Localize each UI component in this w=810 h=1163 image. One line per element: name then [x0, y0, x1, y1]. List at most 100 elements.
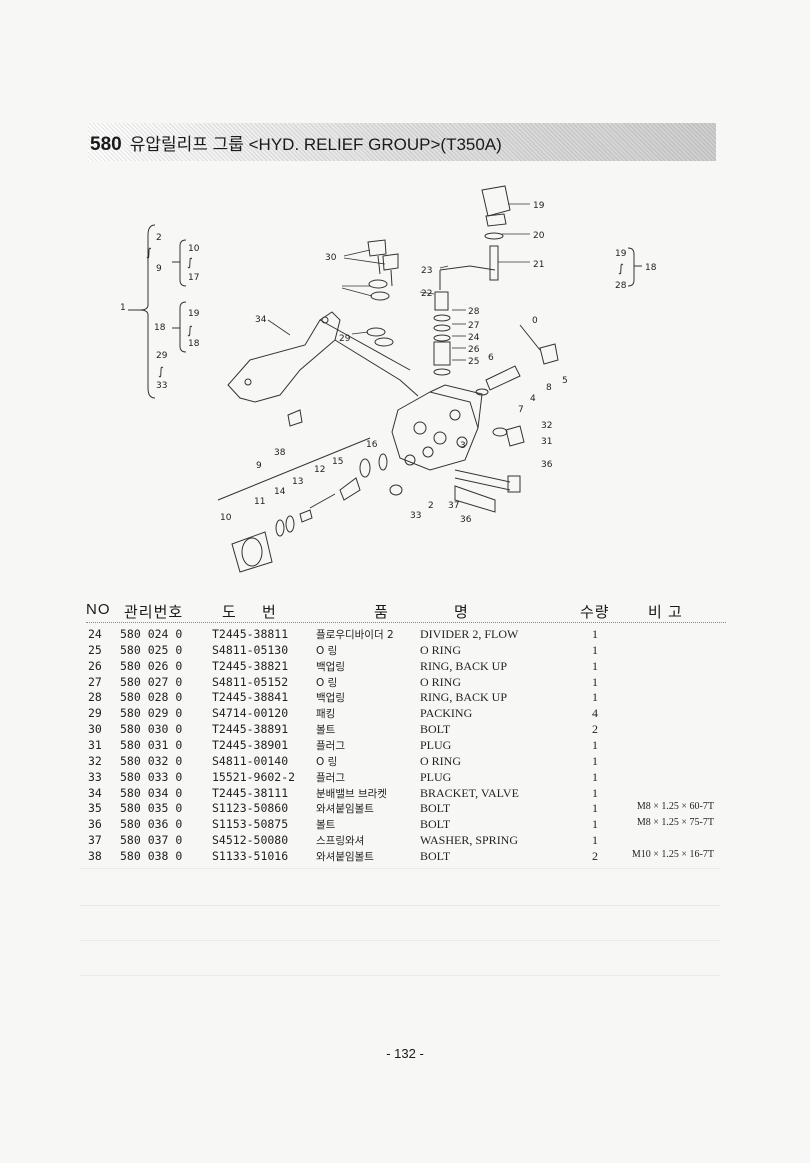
callout-label: 37: [448, 501, 459, 511]
exploded-parts-diagram: 2109171191818293330232120192229342827242…: [120, 185, 657, 573]
quantity: 1: [592, 690, 598, 705]
drawing-no: T2445-38811: [212, 627, 289, 641]
callout-label: 10: [220, 513, 232, 523]
mgmt-no: 580 025 0: [120, 642, 183, 657]
callout-label: 28: [468, 307, 480, 317]
quantity: 1: [592, 753, 598, 768]
quantity: 4: [592, 706, 598, 721]
part-name-en: O RING: [420, 642, 461, 657]
part-name-kr: 볼트: [316, 724, 336, 737]
drawing-no: S4811-00140: [212, 753, 289, 768]
part-name-kr: 와셔붙임볼트: [316, 850, 374, 863]
callout-label: 18: [645, 263, 657, 273]
scan-artifact: [80, 975, 720, 976]
part-name-kr: 백업링: [316, 660, 345, 673]
drawing-no: S1153-50875: [212, 817, 289, 832]
part-name-en: BRACKET, VALVE: [420, 785, 519, 800]
remark: M10 × 1.25 × 16-7T: [631, 848, 714, 860]
drawing-no: S4512-50080: [212, 833, 289, 848]
mgmt-no: 580 028 0: [120, 690, 183, 705]
scan-artifact: [80, 940, 720, 941]
callout-label: 28: [615, 281, 627, 291]
callout-label: 15: [332, 457, 343, 467]
col-header-drawing-2: 번: [262, 604, 277, 621]
part-name-kr: 백업링: [316, 692, 345, 705]
callout-label: 18: [188, 339, 200, 349]
part-name-kr: 플로우디바이더 2: [316, 629, 394, 641]
callout-label: 33: [410, 511, 421, 521]
quantity: 1: [592, 658, 598, 673]
mgmt-no: 580 024 0: [120, 627, 183, 641]
part-name-en: RING, BACK UP: [420, 690, 508, 705]
callout-label: 36: [541, 460, 553, 470]
callout-label: 36: [460, 515, 472, 525]
col-header-name-1: 품: [374, 604, 389, 621]
col-header-remark: 비 고: [648, 604, 683, 621]
group-number: 580: [90, 134, 122, 155]
callout-label: 9: [256, 461, 262, 471]
drawing-no: T2445-38901: [212, 737, 289, 752]
callout-label: 19: [188, 309, 200, 319]
col-header-no: NO: [86, 601, 111, 618]
page-title: 580 유압릴리프 그룹 <HYD. RELIEF GROUP>(T350A): [90, 130, 502, 156]
part-name-kr: O 링: [316, 755, 338, 768]
callout-label: 10: [188, 244, 200, 254]
quantity: 1: [592, 642, 598, 657]
part-name-kr: O 링: [316, 644, 338, 657]
callout-label: 38: [274, 448, 286, 458]
drawing-no: T2445-38891: [212, 722, 289, 737]
group-title: 유압릴리프 그룹 <HYD. RELIEF GROUP>(T350A): [129, 135, 502, 154]
drawing-no: 15521-9602-2: [212, 769, 296, 784]
part-name-kr: 플러그: [316, 771, 345, 784]
callout-label: 25: [468, 357, 479, 367]
quantity: 1: [592, 817, 598, 832]
drawing-no: S4811-05130: [212, 642, 289, 657]
quantity: 1: [592, 801, 598, 816]
part-name-kr: O 링: [316, 676, 338, 689]
part-no: 37: [88, 833, 102, 848]
mgmt-no: 580 037 0: [120, 833, 183, 848]
callout-label: 33: [156, 381, 167, 391]
drawing-no: T2445-38821: [212, 658, 289, 673]
quantity: 2: [592, 722, 598, 737]
mgmt-no: 580 030 0: [120, 722, 183, 737]
part-name-en: PLUG: [420, 737, 452, 752]
callout-label: 34: [255, 315, 267, 325]
part-name-kr: 플러그: [316, 739, 345, 752]
part-no: 29: [88, 706, 102, 721]
mgmt-no: 580 036 0: [120, 817, 183, 832]
part-name-en: DIVIDER 2, FLOW: [420, 627, 519, 641]
mgmt-no: 580 031 0: [120, 737, 183, 752]
part-no: 31: [88, 737, 102, 752]
drawing-no: S1123-50860: [212, 801, 289, 816]
callout-label: 8: [546, 383, 552, 393]
mgmt-no: 580 029 0: [120, 706, 183, 721]
drawing-no: T2445-38111: [212, 785, 289, 800]
part-name-en: BOLT: [420, 722, 451, 737]
callout-label: 13: [292, 477, 303, 487]
range-mark: ∫: [187, 324, 193, 337]
mgmt-no: 580 032 0: [120, 753, 183, 768]
callout-label: 7: [518, 405, 524, 415]
callout-label: 21: [533, 260, 544, 270]
callout-label: 17: [188, 273, 199, 283]
range-mark: ∫: [187, 256, 193, 269]
callout-label: 30: [325, 253, 337, 263]
callout-label: 26: [468, 345, 480, 355]
remark: M8 × 1.25 × 60-7T: [636, 801, 714, 813]
mgmt-no: 580 035 0: [120, 801, 183, 816]
col-header-qty: 수량: [580, 604, 610, 621]
callout-label: 19: [615, 249, 627, 259]
